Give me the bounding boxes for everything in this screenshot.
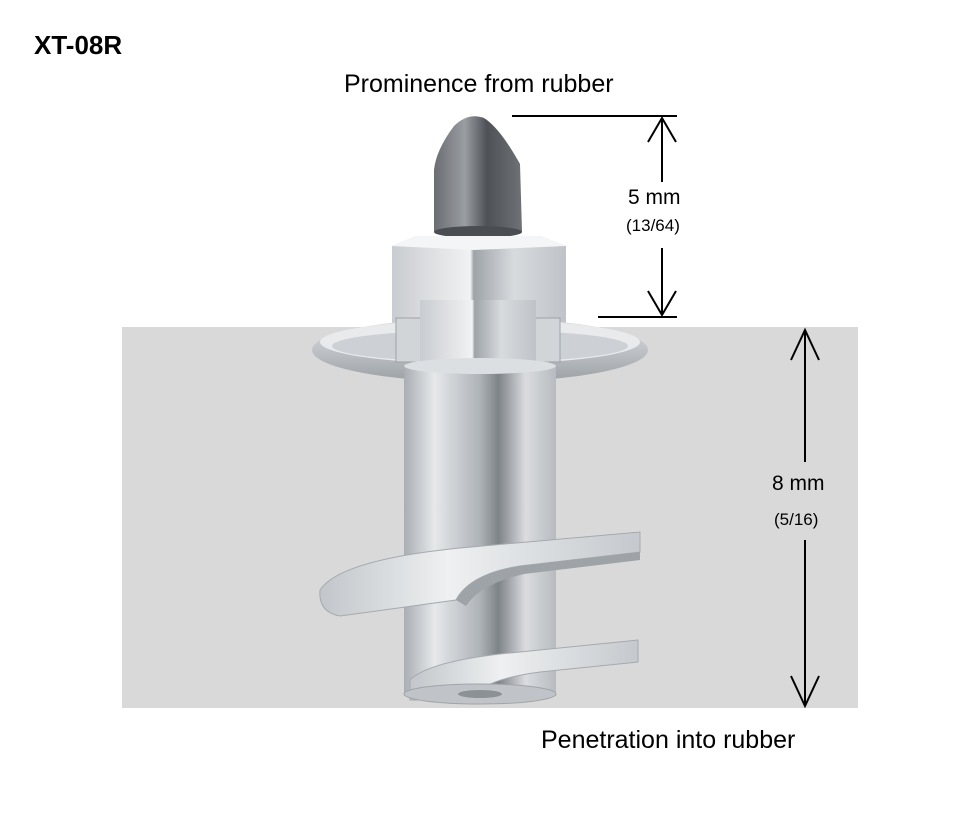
penetration-fraction: (5/16) bbox=[774, 510, 819, 529]
spike-stud-icon bbox=[312, 116, 648, 705]
penetration-value: 8 mm bbox=[772, 472, 825, 495]
prominence-fraction: (13/64) bbox=[626, 216, 680, 235]
arrow-up-icon bbox=[790, 327, 820, 462]
arrow-down-icon bbox=[647, 248, 677, 317]
model-title: XT-08R bbox=[34, 30, 123, 60]
arrow-down-icon bbox=[790, 540, 820, 709]
prominence-value: 5 mm bbox=[628, 186, 681, 209]
prominence-label: Prominence from rubber bbox=[344, 70, 614, 98]
arrow-up-icon bbox=[647, 116, 677, 182]
penetration-label: Penetration into rubber bbox=[541, 726, 796, 754]
